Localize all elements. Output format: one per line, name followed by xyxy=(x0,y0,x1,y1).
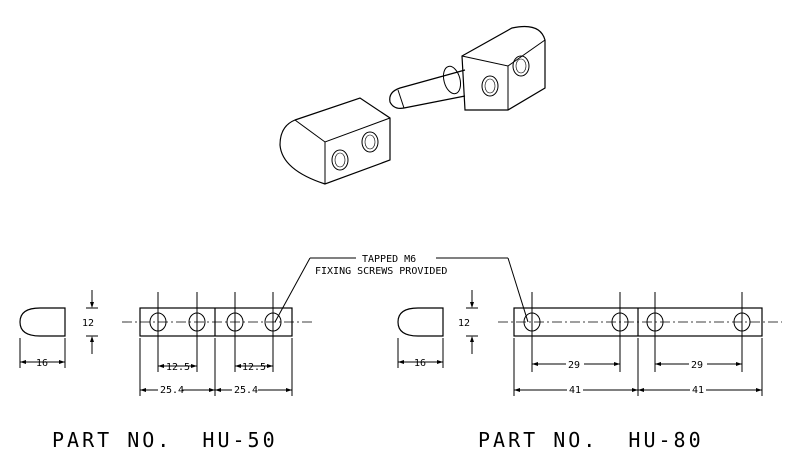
callout-line-2: FIXING SCREWS PROVIDED xyxy=(315,266,447,277)
hu80-end-view xyxy=(397,307,444,337)
hu-50-drawing: 16 12 12.5 12.5 xyxy=(19,290,312,452)
hu80-part-label: PART NO. HU-80 xyxy=(478,428,704,452)
pin-block-iso xyxy=(389,25,546,111)
hu80-block-length-2: 41 xyxy=(692,385,704,396)
hu50-end-view xyxy=(19,307,66,337)
hu50-hole-spacing-1: 12.5 xyxy=(166,362,190,373)
hu80-hole-spacing-2: 29 xyxy=(691,360,703,371)
hu-80-drawing: 16 12 29 29 xyxy=(397,290,782,452)
hu50-height-dim: 12 xyxy=(82,318,94,329)
hu80-block-length-1: 41 xyxy=(569,385,581,396)
callout-line-1: TAPPED M6 xyxy=(362,254,416,265)
hu50-width-dim: 16 xyxy=(36,358,48,369)
hu50-hole-spacing-2: 12.5 xyxy=(242,362,266,373)
hu50-block-length-1: 25.4 xyxy=(160,385,184,396)
tapped-callout: TAPPED M6 FIXING SCREWS PROVIDED xyxy=(274,254,529,323)
hu80-width-dim: 16 xyxy=(414,358,426,369)
hu50-block-length-2: 25.4 xyxy=(234,385,258,396)
isometric-hinge-view xyxy=(279,25,546,185)
hu80-height-dim: 12 xyxy=(458,318,470,329)
hu80-hole-spacing-1: 29 xyxy=(568,360,580,371)
hu50-part-label: PART NO. HU-50 xyxy=(52,428,278,452)
socket-block-iso xyxy=(279,97,391,185)
